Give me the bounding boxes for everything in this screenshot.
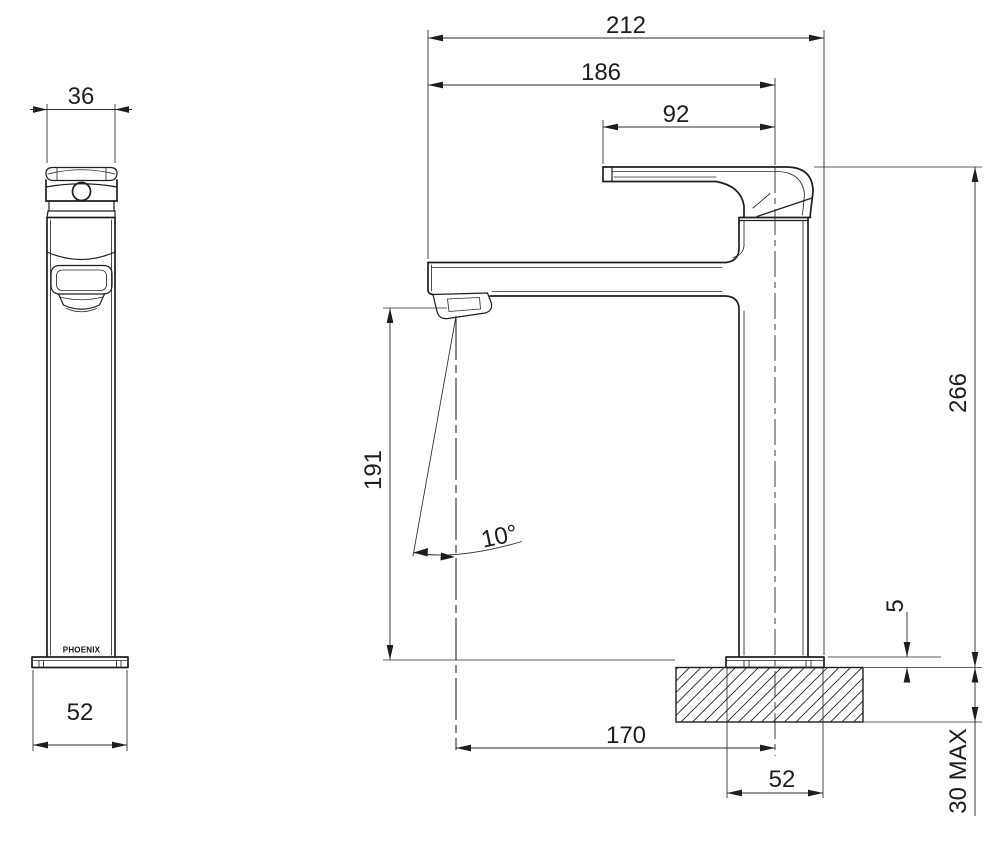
dim-label-212: 212 bbox=[606, 12, 646, 39]
side-collar-left bbox=[46, 210, 49, 219]
dim-side-base-depth: 52 bbox=[32, 670, 128, 751]
dim-label-52-front: 52 bbox=[769, 766, 796, 793]
angle-arrow bbox=[440, 552, 455, 561]
base-plate bbox=[725, 656, 825, 669]
handle-cartridge-seam bbox=[756, 197, 813, 218]
side-aerator-right bbox=[98, 293, 106, 306]
side-spout-face bbox=[50, 264, 113, 295]
dim-label-52-side: 52 bbox=[67, 699, 94, 726]
dim-side-handle-width: 36 bbox=[30, 83, 132, 163]
dimension-arrow bbox=[33, 106, 47, 113]
side-aerator-arc-2 bbox=[66, 308, 97, 313]
dim-label-191: 191 bbox=[360, 450, 387, 490]
aerator-face bbox=[447, 297, 481, 312]
dim-handle-reach: 92 bbox=[602, 101, 775, 164]
dimension-arrow bbox=[115, 106, 129, 113]
dim-label-36: 36 bbox=[68, 83, 95, 110]
front-view: 212 186 92 266 191 bbox=[360, 12, 982, 816]
side-handle-cap bbox=[45, 166, 118, 182]
handle-lever-top bbox=[602, 166, 814, 218]
side-base-plate bbox=[31, 656, 129, 669]
dim-outlet-height: 191 bbox=[360, 307, 675, 661]
front-faucet-body bbox=[427, 166, 825, 669]
bench-hatch bbox=[675, 666, 864, 723]
dim-plate-thickness: 5 bbox=[828, 599, 941, 683]
dim-label-170: 170 bbox=[606, 722, 646, 749]
dim-overall-height: 266 bbox=[814, 166, 982, 668]
side-handle-head-arc bbox=[45, 183, 118, 188]
body-left-upper bbox=[725, 216, 740, 264]
dim-label-5: 5 bbox=[882, 599, 909, 612]
side-handle-cap-arc bbox=[47, 169, 116, 175]
dim-tip-to-centre: 186 bbox=[428, 59, 776, 165]
handle-lever-bottom bbox=[602, 180, 745, 218]
side-aerator-arc-1 bbox=[62, 304, 101, 310]
dim-base-width: 52 bbox=[726, 668, 824, 798]
spout-tip bbox=[427, 261, 434, 296]
aerator-housing bbox=[432, 292, 493, 320]
dim-bench-max: 30 MAX bbox=[864, 667, 982, 816]
side-handle-screw bbox=[71, 181, 92, 202]
brand-text: PHOENIX bbox=[63, 646, 101, 655]
side-aerator-top-arc bbox=[59, 296, 104, 301]
side-spout-face-inner bbox=[56, 269, 107, 291]
side-view: PHOENIX 36 52 bbox=[30, 83, 132, 751]
dim-label-30max: 30 MAX bbox=[945, 728, 972, 813]
body-fillet-highlight bbox=[732, 245, 745, 258]
spout-bottom bbox=[489, 295, 740, 658]
handle-top-highlight bbox=[611, 171, 805, 216]
side-spout-shoulder-arc bbox=[46, 251, 116, 261]
dim-label-92: 92 bbox=[663, 101, 690, 128]
bench-section bbox=[675, 666, 864, 723]
water-flow-angled-line bbox=[412, 315, 457, 557]
handle-seam-tick bbox=[752, 193, 771, 209]
angle-arrow bbox=[413, 548, 428, 557]
dim-label-186: 186 bbox=[581, 59, 621, 86]
dim-label-10deg: 10° bbox=[479, 520, 520, 554]
dim-overall-depth: 212 bbox=[427, 12, 825, 655]
side-aerator-left bbox=[57, 293, 65, 306]
dim-outlet-to-centre: 170 bbox=[456, 722, 775, 752]
dim-spout-angle: 10° bbox=[413, 520, 523, 561]
side-faucet-body: PHOENIX bbox=[31, 166, 129, 669]
reference-lines bbox=[412, 167, 776, 756]
dim-label-266: 266 bbox=[945, 373, 972, 413]
